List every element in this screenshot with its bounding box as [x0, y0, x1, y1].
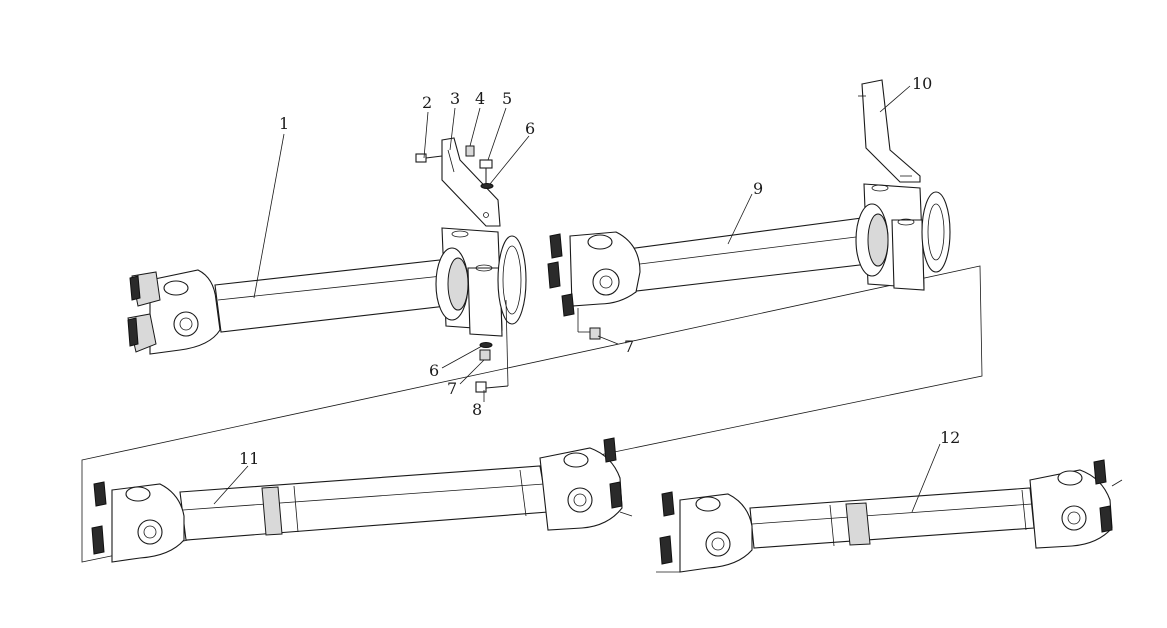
callout-4: 4 — [475, 89, 485, 108]
bolt-2 — [415, 153, 443, 163]
bolt-8 — [475, 299, 509, 393]
callout-10: 10 — [912, 74, 932, 93]
bolt-5 — [479, 159, 493, 184]
mounting-bracket-10 — [861, 79, 921, 183]
washer-6-top — [480, 183, 494, 189]
nut-7-bottom — [479, 349, 491, 361]
callout-7-bottom: 7 — [447, 379, 457, 398]
callout-5: 5 — [502, 89, 512, 108]
center-bearing-rear — [855, 183, 951, 291]
center-bearing-front — [435, 227, 527, 337]
nut-7-right — [589, 327, 601, 340]
callout-1: 1 — [279, 114, 289, 133]
callout-12: 12 — [940, 428, 960, 447]
callout-2: 2 — [422, 93, 432, 112]
washer-6-bottom — [479, 342, 493, 348]
driveshaft-rear-short — [656, 459, 1123, 573]
assembly-outline-frame — [81, 265, 983, 563]
callout-6-top: 6 — [525, 119, 535, 138]
callout-11: 11 — [239, 449, 259, 468]
callout-6-bottom: 6 — [429, 361, 439, 380]
nut-4 — [465, 145, 475, 157]
callout-9: 9 — [753, 179, 763, 198]
callout-3: 3 — [450, 89, 460, 108]
leader-lines — [213, 85, 941, 513]
driveshaft-rear-long — [91, 437, 633, 563]
mounting-bracket-3 — [441, 137, 501, 227]
callout-8: 8 — [472, 400, 482, 419]
driveshaft-intermediate — [547, 217, 869, 333]
driveshaft-front — [127, 259, 447, 355]
callout-7-right: 7 — [624, 337, 634, 356]
